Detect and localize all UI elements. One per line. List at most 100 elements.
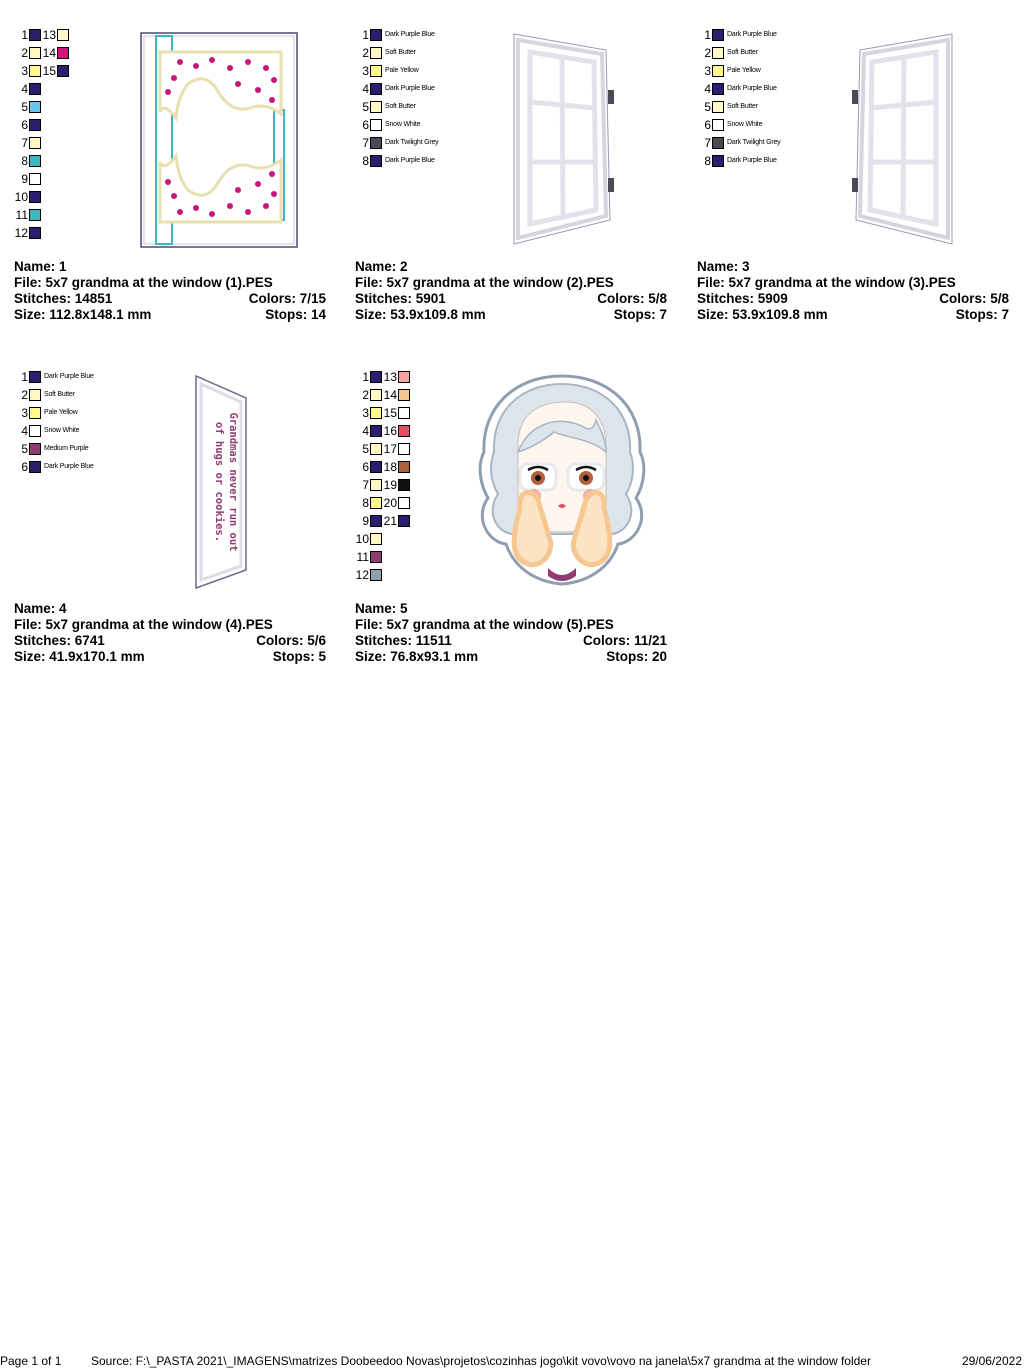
palette-number: 4 xyxy=(704,82,711,96)
thread-name: Snow White xyxy=(727,121,763,128)
color-swatch xyxy=(57,47,69,59)
palette-number: 13 xyxy=(383,370,397,384)
color-swatch xyxy=(398,371,410,383)
footer-page: Page 1 of 1 xyxy=(0,1354,62,1368)
color-swatch xyxy=(370,29,382,41)
palette-entry: 12 xyxy=(355,566,475,584)
design-stitches: Stitches: 11511 xyxy=(355,633,452,648)
palette-entry: 13 xyxy=(383,368,503,386)
design-info: Name: 1 File: 5x7 grandma at the window … xyxy=(14,259,326,323)
palette-entry: 3 xyxy=(355,404,475,422)
color-swatch xyxy=(370,479,382,491)
color-swatch xyxy=(370,371,382,383)
palette-number: 9 xyxy=(21,172,28,186)
color-swatch xyxy=(29,425,41,437)
palette-number: 6 xyxy=(21,118,28,132)
color-swatch xyxy=(29,47,41,59)
palette-entry: 5 Soft Butter xyxy=(697,98,817,116)
palette-number: 11 xyxy=(356,550,369,564)
color-swatch xyxy=(712,101,724,113)
palette-number: 5 xyxy=(362,442,369,456)
palette-number: 19 xyxy=(383,478,397,492)
palette-number: 14 xyxy=(383,388,397,402)
color-swatch xyxy=(370,65,382,77)
color-swatch xyxy=(29,407,41,419)
palette-number: 11 xyxy=(15,208,28,222)
design-stitches: Stitches: 5901 xyxy=(355,291,446,306)
palette-number: 20 xyxy=(383,496,397,510)
palette-entry: 15 xyxy=(42,62,162,80)
design-info: Name: 4 File: 5x7 grandma at the window … xyxy=(14,601,326,665)
thread-name: Soft Butter xyxy=(385,49,416,56)
palette-entry: 2 Soft Butter xyxy=(355,44,475,62)
palette-number: 21 xyxy=(383,514,397,528)
thread-name: Snow White xyxy=(44,427,80,434)
design-name: Name: 3 xyxy=(697,259,750,274)
palette-entry: 14 xyxy=(383,386,503,404)
palette-number: 9 xyxy=(362,514,369,528)
color-swatch xyxy=(370,101,382,113)
palette-entry: 2 xyxy=(14,44,134,62)
palette-number: 2 xyxy=(362,46,369,60)
color-swatch xyxy=(29,137,41,149)
palette-entry: 7 xyxy=(355,476,475,494)
palette-number: 3 xyxy=(362,64,369,78)
palette-entry: 1 xyxy=(14,26,134,44)
thread-name: Snow White xyxy=(385,121,421,128)
palette-number: 5 xyxy=(704,100,711,114)
palette-number: 6 xyxy=(704,118,711,132)
palette-entry: 4 xyxy=(14,80,134,98)
palette-entry: 9 xyxy=(14,170,134,188)
color-swatch xyxy=(712,47,724,59)
palette-number: 8 xyxy=(362,496,369,510)
palette-entry: 8 xyxy=(14,152,134,170)
palette-entry: 4 xyxy=(355,422,475,440)
color-swatch xyxy=(370,389,382,401)
color-swatch xyxy=(370,425,382,437)
open-window-right-icon xyxy=(852,33,953,245)
palette-number: 3 xyxy=(362,406,369,420)
palette-entry: 10 xyxy=(355,530,475,548)
design-stops: Stops: 5 xyxy=(272,649,326,664)
thread-name: Soft Butter xyxy=(385,103,416,110)
design-colors: Colors: 7/15 xyxy=(248,291,326,306)
thread-name: Dark Purple Blue xyxy=(727,85,777,92)
palette-number: 1 xyxy=(362,370,369,384)
design-stops: Stops: 7 xyxy=(613,307,667,322)
palette-entry: 14 xyxy=(42,44,162,62)
design-colors: Colors: 5/6 xyxy=(256,633,326,648)
banner-line-1: Grandmas never run out xyxy=(227,412,239,552)
thread-name: Dark Twilight Grey xyxy=(727,139,781,146)
palette-entry: 6 Snow White xyxy=(697,116,817,134)
palette-number: 4 xyxy=(362,82,369,96)
thread-name: Soft Butter xyxy=(727,103,758,110)
palette-entry: 5 xyxy=(14,98,134,116)
thread-name: Dark Purple Blue xyxy=(385,157,435,164)
palette-number: 6 xyxy=(362,460,369,474)
design-stitches: Stitches: 6741 xyxy=(14,633,105,648)
palette-number: 18 xyxy=(383,460,397,474)
palette-number: 1 xyxy=(21,370,28,384)
design-stops: Stops: 7 xyxy=(955,307,1009,322)
design-size: Size: 41.9x170.1 mm xyxy=(14,649,145,664)
color-swatch xyxy=(29,65,41,77)
palette-number: 7 xyxy=(21,136,28,150)
palette-number: 8 xyxy=(21,154,28,168)
palette-entry: 4 Dark Purple Blue xyxy=(697,80,817,98)
design-size: Size: 76.8x93.1 mm xyxy=(355,649,479,664)
design-name: Name: 1 xyxy=(14,259,67,274)
design-size: Size: 112.8x148.1 mm xyxy=(14,307,152,322)
color-swatch xyxy=(370,155,382,167)
palette-number: 15 xyxy=(383,406,397,420)
thread-name: Soft Butter xyxy=(44,391,75,398)
color-swatch xyxy=(370,569,382,581)
color-swatch xyxy=(712,65,724,77)
design-file: File: 5x7 grandma at the window (4).PES xyxy=(14,617,273,632)
